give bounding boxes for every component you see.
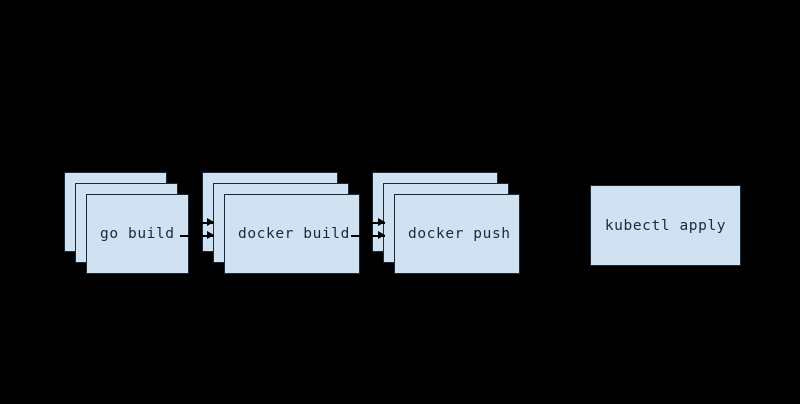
stage-label-go-build: go build — [100, 226, 175, 242]
stage-label-kubectl-apply: kubectl apply — [604, 217, 727, 234]
stage-label-docker-push: docker push — [408, 226, 511, 242]
stage-label-docker-build: docker build — [238, 226, 350, 242]
stage-card-docker-build[interactable]: docker build — [224, 194, 360, 274]
stage-card-docker-push[interactable]: docker push — [394, 194, 520, 274]
stage-card-go-build[interactable]: go build — [86, 194, 189, 274]
stage-card-kubectl-apply[interactable]: kubectl apply — [590, 185, 741, 266]
